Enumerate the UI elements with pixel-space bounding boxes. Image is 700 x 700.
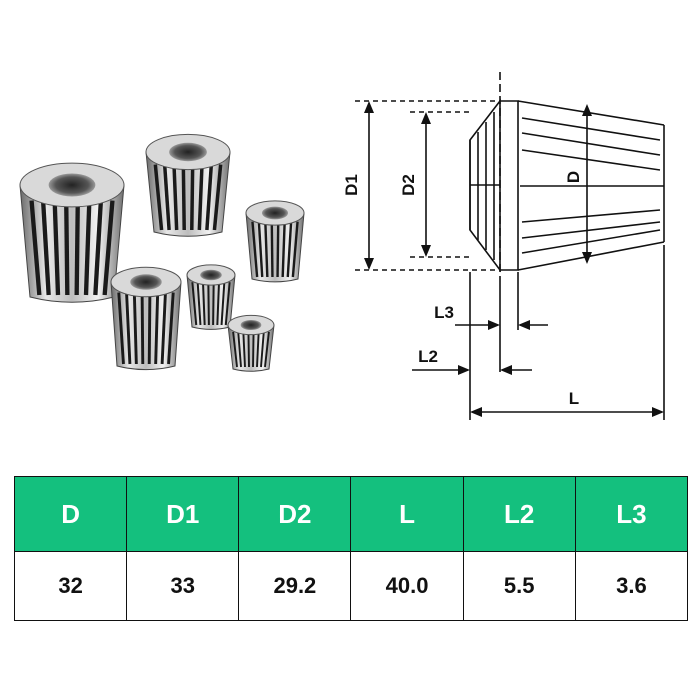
- header-cell-d2: D2: [238, 476, 352, 552]
- collet-image: [110, 266, 182, 371]
- value-cell-d: 32: [13, 551, 128, 621]
- collet-image: [145, 133, 231, 237]
- header-cell-l3: L3: [574, 476, 689, 552]
- header-cell-l: L: [350, 476, 464, 552]
- value-cell-d2: 29.2: [238, 551, 352, 621]
- d2-label: D2: [399, 174, 418, 196]
- value-cell-d1: 33: [126, 551, 240, 621]
- table-header-row: D D1 D2 L L2 L3: [13, 476, 689, 552]
- value-cell-l3: 3.6: [574, 551, 689, 621]
- l-label: L: [569, 389, 579, 408]
- header-cell-d: D: [13, 476, 128, 552]
- d-label: D: [564, 171, 583, 183]
- collet-set-photo: [19, 133, 305, 372]
- value-cell-l2: 5.5: [462, 551, 576, 621]
- header-cell-d1: D1: [126, 476, 240, 552]
- l2-label: L2: [418, 347, 438, 366]
- collet-image: [186, 264, 236, 330]
- collet-dimension-diagram: D1 D2 D L3 L2 L: [342, 72, 665, 420]
- d1-label: D1: [342, 174, 361, 196]
- collet-image: [227, 314, 275, 372]
- value-cell-l: 40.0: [350, 551, 464, 621]
- collet-image: [245, 200, 305, 283]
- collet-image: [19, 162, 125, 303]
- table-row: 32 33 29.2 40.0 5.5 3.6: [13, 551, 689, 621]
- header-cell-l2: L2: [462, 476, 576, 552]
- specification-table: D D1 D2 L L2 L3 32 33 29.2 40.0 5.5 3.6: [13, 476, 689, 621]
- l3-label: L3: [434, 303, 454, 322]
